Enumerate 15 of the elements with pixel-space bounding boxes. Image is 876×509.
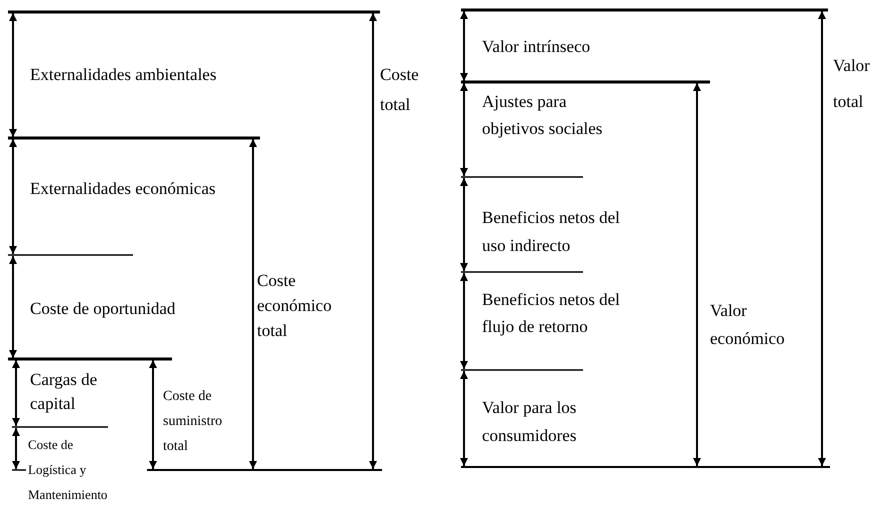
dimension-label: Valor intrínseco: [482, 36, 592, 58]
dimension-label: Valor total: [833, 55, 871, 113]
dimension-label: Externalidades económicas: [30, 178, 217, 200]
dimension-label: Cargas de capital: [30, 369, 98, 415]
dimension-label: Valor para los consumidores: [482, 397, 578, 447]
dimension-label: Externalidades ambientales: [30, 64, 218, 86]
dimension-label: Coste económico total: [257, 270, 333, 342]
dimension-label: Coste de oportunidad: [30, 298, 176, 320]
dimension-label: Coste de Logística y Mantenimiento: [28, 436, 108, 504]
dimension-label: Coste de suministro total: [163, 388, 224, 456]
dimension-label: Coste total: [380, 64, 420, 116]
dimension-label: Valor económico: [710, 300, 786, 350]
dimension-label: Beneficios netos del flujo de retorno: [482, 289, 621, 338]
dimension-label: Ajustes para objetivos sociales: [482, 91, 604, 140]
dimension-label: Beneficios netos del uso indirecto: [482, 207, 621, 257]
